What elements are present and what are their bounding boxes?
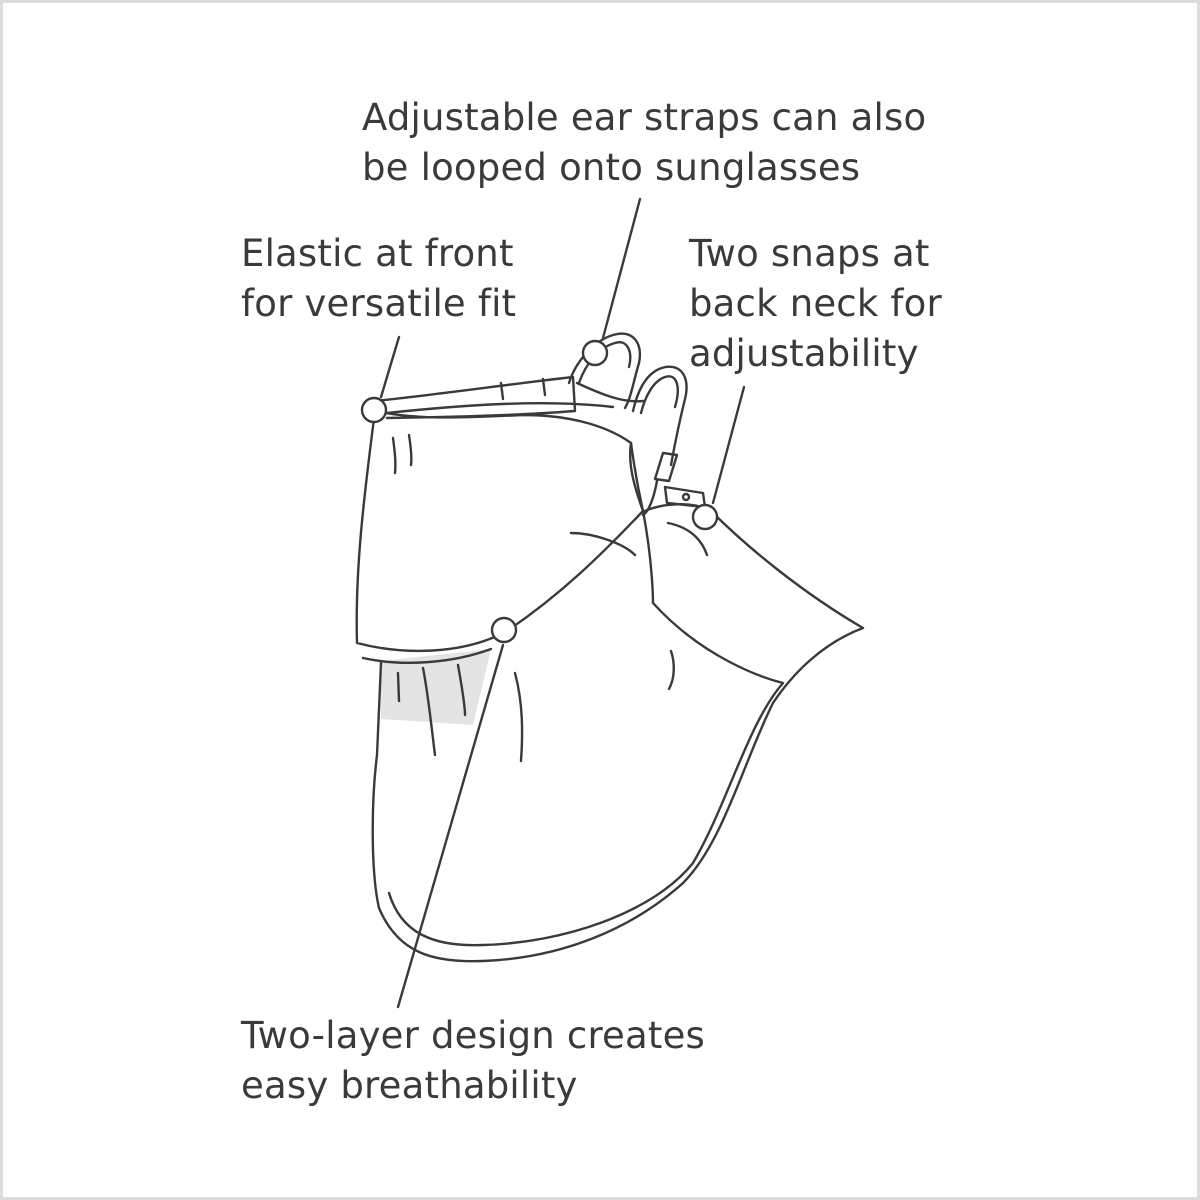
leader-line-ear-straps bbox=[603, 199, 640, 338]
front-mask-panel bbox=[357, 411, 643, 651]
callout-elastic-line-2: for versatile fit bbox=[241, 279, 516, 329]
callout-elastic-line-1: Elastic at front bbox=[241, 229, 516, 279]
callout-ear-straps: Adjustable ear straps can also be looped… bbox=[362, 93, 926, 193]
leader-line-elastic bbox=[381, 337, 399, 397]
side-panel-seam bbox=[643, 511, 653, 603]
callout-marker-icon bbox=[362, 398, 386, 422]
callout-marker-icon bbox=[492, 618, 516, 642]
fold-line-1 bbox=[398, 673, 399, 701]
fold-line-4 bbox=[515, 673, 522, 761]
wrinkle-4 bbox=[393, 438, 395, 473]
callout-two-layer: Two-layer design creates easy breathabil… bbox=[241, 1011, 705, 1111]
callout-snaps-line-3: adjustability bbox=[689, 329, 942, 379]
callout-two-layer-line-2: easy breathability bbox=[241, 1061, 705, 1111]
callout-snaps-line-2: back neck for bbox=[689, 279, 942, 329]
ear-strap-right bbox=[633, 367, 687, 465]
callout-ear-straps-line-2: be looped onto sunglasses bbox=[362, 143, 926, 193]
ear-strap-right-inner bbox=[641, 376, 678, 413]
callout-marker-icon bbox=[583, 341, 607, 365]
strap-adjuster bbox=[655, 453, 677, 481]
callout-ear-straps-line-1: Adjustable ear straps can also bbox=[362, 93, 926, 143]
callout-snaps-line-1: Two snaps at bbox=[689, 229, 942, 279]
top-band-inner bbox=[387, 403, 613, 413]
back-snap-tab bbox=[665, 487, 705, 507]
wrinkle-3 bbox=[669, 651, 674, 689]
back-neck-flap bbox=[373, 504, 863, 961]
callout-elastic: Elastic at front for versatile fit bbox=[241, 229, 516, 329]
callout-marker-icon bbox=[693, 505, 717, 529]
wrinkle-5 bbox=[409, 435, 411, 465]
callout-two-layer-line-1: Two-layer design creates bbox=[241, 1011, 705, 1061]
callout-snaps: Two snaps at back neck for adjustability bbox=[689, 229, 942, 379]
leader-line-snaps bbox=[713, 387, 744, 503]
snap-dot bbox=[683, 494, 689, 500]
